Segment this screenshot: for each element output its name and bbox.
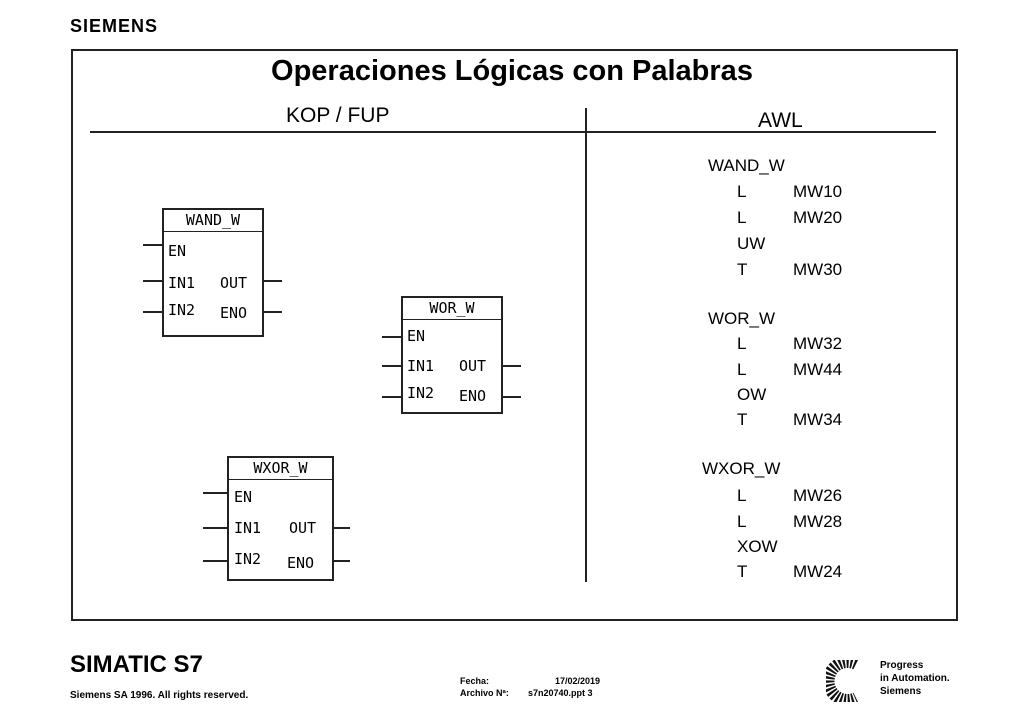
wire-in1 [143,280,162,282]
pin-en: EN [407,327,426,345]
awl-arg: MW28 [793,512,843,531]
fbd-block-title: WAND_W [185,211,241,229]
awl-op: OW [737,385,767,404]
wire-in2 [203,560,227,562]
fbd-block-title: WXOR_W [253,459,308,477]
pin-eno: ENO [459,387,487,405]
awl-group-name: WXOR_W [702,459,781,478]
pin-in1: IN1 [234,519,262,537]
awl-arg: MW44 [793,360,843,379]
slogan-line-2: in Automation. [880,673,950,684]
wire-eno [264,311,282,313]
fbd-block-wxor-w: WXOR_W EN IN1 IN2 OUT ENO [227,456,334,581]
awl-op: UW [737,234,766,253]
column-divider [585,108,587,582]
wire-out [503,365,521,367]
fbd-title-separator [164,231,262,232]
awl-group-name: WAND_W [708,156,785,175]
awl-arg: MW24 [793,562,843,581]
awl-arg: MW34 [793,410,843,429]
date-label: Fecha: [460,676,490,686]
awl-arg: MW26 [793,486,843,505]
wire-eno [334,560,350,562]
pin-eno: ENO [287,554,315,572]
fbd-block-wor-w: WOR_W EN IN1 IN2 OUT ENO [401,296,503,414]
slogan-line-1: Progress [880,660,924,671]
wire-in1 [382,365,401,367]
awl-op: L [737,486,747,505]
wire-en [382,336,401,338]
pin-en: EN [168,242,187,260]
wire-eno [503,396,521,398]
wire-en [203,492,227,494]
awl-op: T [737,410,748,429]
pin-out: OUT [220,274,248,292]
pin-in2: IN2 [407,384,435,402]
pin-out: OUT [289,519,317,537]
awl-op: L [737,512,747,531]
product-name: SIMATIC S7 [70,651,203,678]
file-label: Archivo Nª: [460,688,509,698]
wire-out [334,527,350,529]
slogan-line-3: Siemens [880,686,922,697]
wire-in2 [382,396,401,398]
pin-in2: IN2 [234,550,262,568]
progress-logo-icon [826,660,858,702]
pin-in1: IN1 [168,274,196,292]
wire-in1 [203,527,227,529]
wire-en [143,244,162,246]
wire-in2 [143,311,162,313]
fbd-title-separator [229,479,332,480]
slide-frame [71,49,958,621]
fbd-title-separator [403,319,501,320]
kop-fup-heading: KOP / FUP [286,104,390,127]
pin-eno: ENO [220,304,248,322]
awl-arg: MW20 [793,208,843,227]
awl-op: T [737,260,748,279]
awl-op: L [737,182,747,201]
pin-in1: IN1 [407,357,435,375]
siemens-logo-text: SIEMENS [70,16,159,36]
awl-op: L [737,208,747,227]
copyright-notice: Siemens SA 1996. All rights reserved. [70,690,249,701]
header-divider [90,131,936,133]
pin-en: EN [234,488,253,506]
awl-arg: MW32 [793,334,843,353]
awl-arg: MW30 [793,260,843,279]
awl-op: XOW [737,537,778,556]
fbd-block-title: WOR_W [429,299,475,317]
awl-heading: AWL [758,109,803,132]
date-value: 17/02/2019 [555,676,601,686]
awl-group-name: WOR_W [708,309,776,328]
slide-title: Operaciones Lógicas con Palabras [271,55,753,87]
pin-out: OUT [459,357,487,375]
wire-out [264,280,282,282]
file-value: s7n20740.ppt 3 [528,688,593,698]
awl-op: T [737,562,748,581]
awl-op: L [737,360,747,379]
awl-arg: MW10 [793,182,843,201]
awl-op: L [737,334,747,353]
fbd-block-wand-w: WAND_W EN IN1 IN2 OUT ENO [162,208,264,337]
pin-in2: IN2 [168,301,196,319]
